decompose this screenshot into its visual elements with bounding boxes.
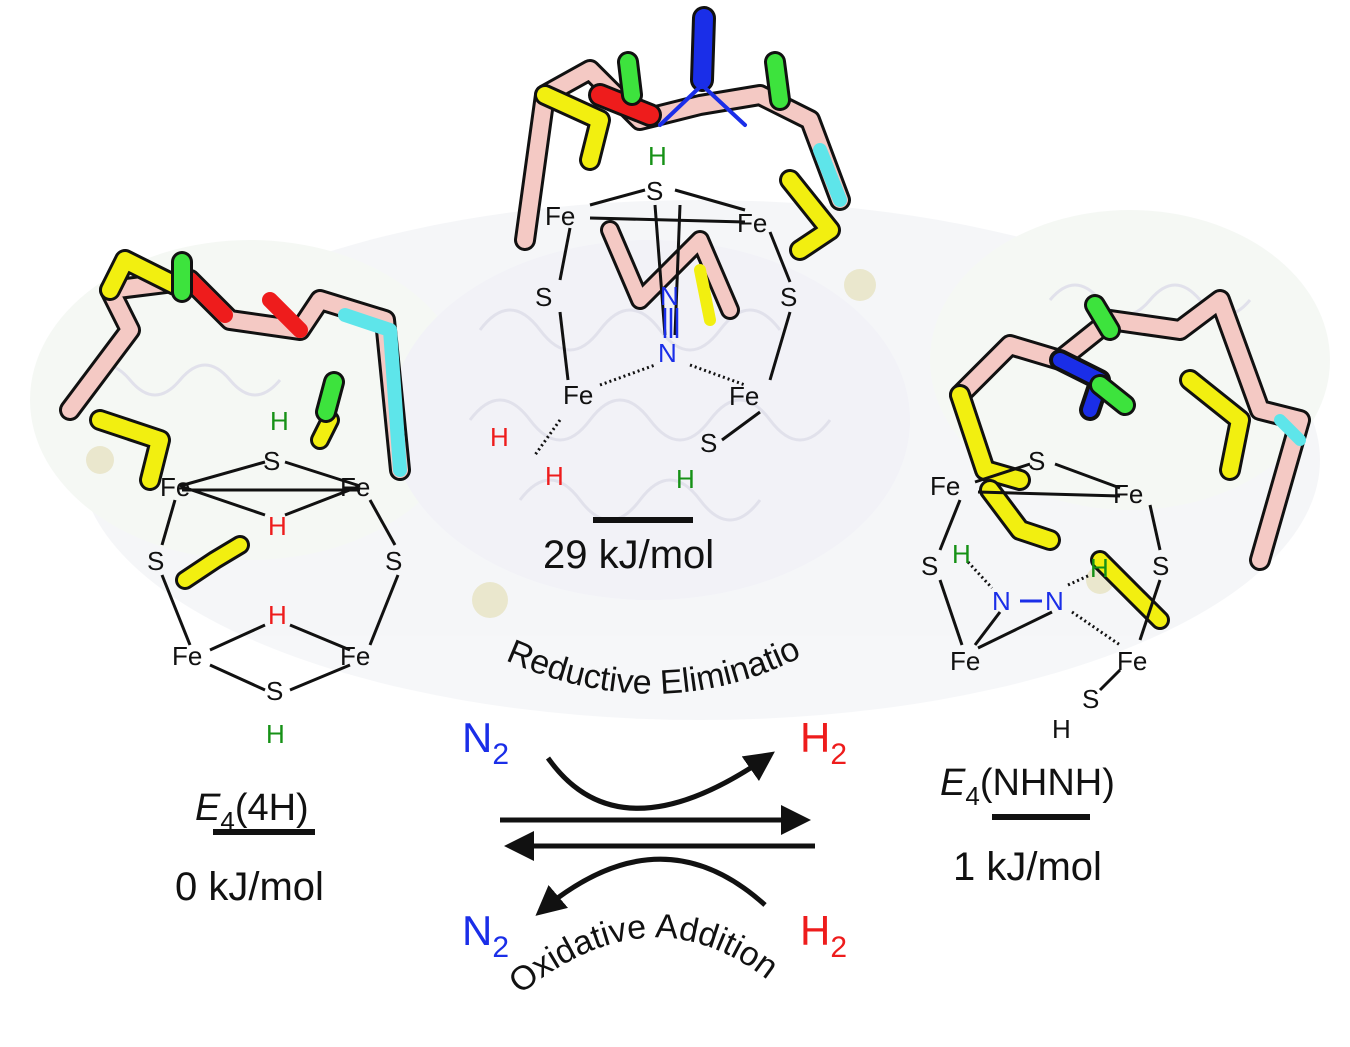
- right-label-italic: E: [940, 762, 966, 804]
- svg-text:E4(4H): E4(4H): [195, 787, 309, 836]
- svg-text:E4(NHNH): E4(NHNH): [940, 762, 1115, 811]
- middle-h2-2: H: [545, 461, 564, 491]
- n2-triple-bond: [663, 308, 679, 338]
- right-h-right: H: [1090, 553, 1109, 583]
- middle-fe-2: Fe: [737, 208, 767, 238]
- middle-h-top: H: [648, 141, 667, 171]
- middle-state-label: 29 kJ/mol: [543, 517, 714, 577]
- right-n-2: N: [1045, 586, 1064, 616]
- left-fe-4: Fe: [340, 641, 370, 671]
- right-label-rest: (NHNH): [980, 762, 1115, 804]
- middle-top-rods: [617, 6, 791, 127]
- middle-s-right: S: [780, 282, 797, 312]
- right-s-top: S: [1028, 446, 1045, 476]
- left-fe-2: Fe: [340, 472, 370, 502]
- middle-energy: 29 kJ/mol: [543, 533, 714, 577]
- h2-top-label: H2: [800, 714, 847, 771]
- right-fe-4: Fe: [1117, 646, 1147, 676]
- right-label-sub: 4: [965, 781, 979, 811]
- right-s-right: S: [1152, 551, 1169, 581]
- left-s-4: S: [266, 676, 283, 706]
- right-s-bottom: S: [1082, 684, 1099, 714]
- middle-fe-4: Fe: [729, 381, 759, 411]
- middle-h2-1: H: [490, 422, 509, 452]
- e4-nhnh-structure: S Fe Fe H H S S N N Fe Fe S H: [921, 289, 1311, 744]
- left-s-2: S: [147, 546, 164, 576]
- right-h-left: H: [952, 539, 971, 569]
- middle-s-top: S: [646, 176, 663, 206]
- left-state-label: E4(4H) 0 kJ/mol: [175, 787, 324, 909]
- left-h-bottom: H: [266, 719, 285, 749]
- left-s-1: S: [263, 446, 280, 476]
- middle-s-left: S: [535, 282, 552, 312]
- right-s-left: S: [921, 551, 938, 581]
- right-energy: 1 kJ/mol: [953, 845, 1102, 889]
- right-h-bottom: H: [1052, 714, 1071, 744]
- n2-top-label: N2: [462, 714, 509, 771]
- oxidative-addition-arc: [535, 856, 767, 916]
- right-bonds: [938, 462, 1162, 692]
- middle-h-bottom: H: [676, 464, 695, 494]
- left-ligand-framework: [59, 249, 411, 590]
- oxidative-addition-label: Oxidative Addition: [502, 907, 785, 1001]
- middle-bonds: [533, 188, 792, 456]
- right-chlorine-rods: [1084, 294, 1136, 416]
- right-n-1: N: [992, 586, 1011, 616]
- right-fe-3: Fe: [950, 646, 980, 676]
- right-fe-2: Fe: [1113, 479, 1143, 509]
- n2-bottom-label: N2: [462, 907, 509, 964]
- e4-4h-structure: H Fe S Fe H S S H Fe Fe S H: [59, 249, 411, 749]
- left-h-top: H: [270, 406, 289, 436]
- middle-fe-3: Fe: [563, 380, 593, 410]
- h2-bottom-label: H2: [800, 907, 847, 964]
- transition-structure: H S Fe Fe S N S N Fe Fe H H S H: [490, 6, 851, 494]
- left-chlorine-rods: [171, 251, 345, 423]
- left-s-3: S: [385, 546, 402, 576]
- right-fe-1: Fe: [930, 471, 960, 501]
- left-fe-1: Fe: [160, 472, 190, 502]
- middle-fe-1: Fe: [545, 201, 575, 231]
- reductive-elimination-arc: [545, 751, 775, 811]
- left-label-sub: 4: [220, 806, 234, 836]
- middle-ligand-framework: [514, 59, 851, 326]
- right-state-label: E4(NHNH) 1 kJ/mol: [940, 762, 1115, 889]
- middle-n-1: N: [660, 281, 679, 311]
- left-fe-3: Fe: [172, 641, 202, 671]
- middle-n-2: N: [658, 338, 677, 368]
- middle-s-bottom: S: [700, 428, 717, 458]
- left-bonds: [160, 460, 400, 692]
- left-h-bridge-1: H: [268, 511, 287, 541]
- left-label-rest: (4H): [235, 787, 309, 829]
- left-h-bridge-2: H: [268, 600, 287, 630]
- left-energy: 0 kJ/mol: [175, 865, 324, 909]
- left-label-italic: E: [195, 787, 221, 829]
